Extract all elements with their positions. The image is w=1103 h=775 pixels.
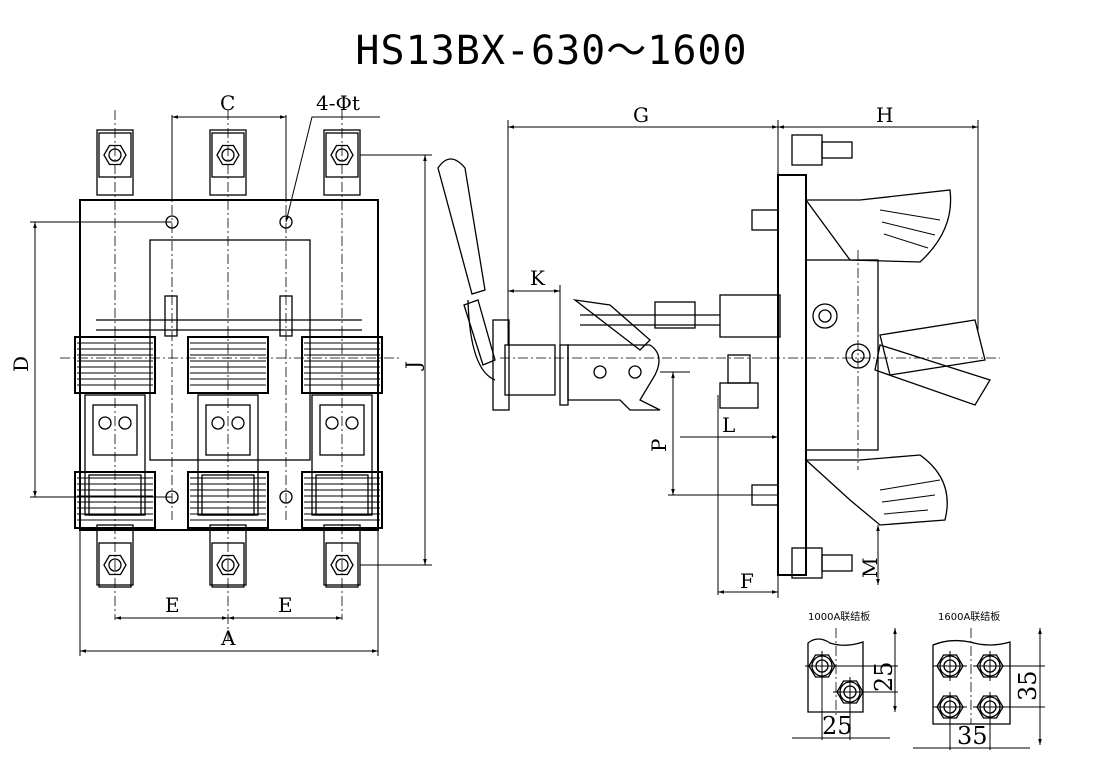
hole-note: 4-Φt	[316, 91, 360, 115]
dim-j: J	[401, 361, 425, 371]
mounting-frame	[777, 174, 807, 576]
dim-f: F	[740, 569, 754, 593]
dim-h: H	[876, 103, 893, 127]
arc-chute-bottom	[804, 454, 948, 526]
dim-c: C	[220, 91, 235, 115]
detail-1600a-connector: 1600A联结板 35 35	[913, 610, 1045, 750]
dim-e-right: E	[278, 593, 293, 617]
dim-d: D	[9, 356, 33, 372]
dim-1600a-vertical: 35	[1014, 670, 1042, 701]
front-view: C 4-Φt D J E E A	[9, 91, 432, 656]
dim-a: A	[220, 626, 236, 650]
dim-l: L	[722, 413, 735, 437]
dim-k: K	[530, 266, 546, 290]
side-view: G H K P L F M	[437, 103, 1000, 598]
dim-1600a-horizontal: 35	[957, 722, 988, 750]
blade	[879, 319, 986, 376]
dim-g: G	[633, 103, 649, 127]
dim-m: M	[858, 558, 882, 578]
dim-p: P	[647, 439, 671, 452]
dim-1000a-vertical: 25	[870, 661, 898, 692]
dim-e-left: E	[165, 593, 180, 617]
drawing-title: HS13BX-630～1600	[355, 28, 748, 74]
operating-handle	[437, 158, 496, 381]
arc-chute-top	[804, 189, 952, 263]
caption-1600a: 1600A联结板	[938, 610, 1000, 623]
detail-1000a-connector: 1000A联结板 25 25	[792, 610, 898, 740]
dim-1000a-horizontal: 25	[822, 712, 853, 740]
linkage-rod	[580, 314, 720, 326]
switch-base	[79, 199, 379, 531]
operating-shaft	[96, 319, 362, 331]
caption-1000a: 1000A联结板	[808, 610, 870, 623]
